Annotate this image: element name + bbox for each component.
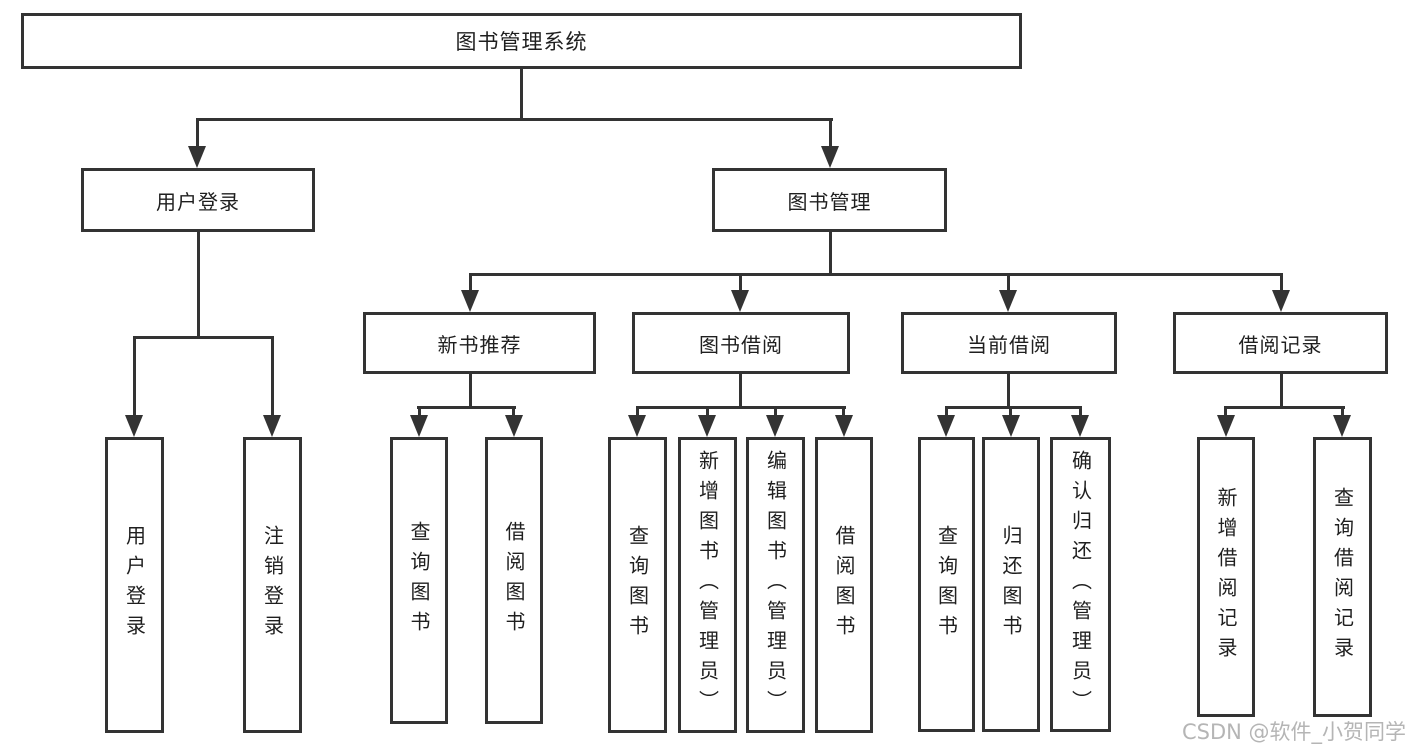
arrow-head bbox=[1002, 415, 1020, 437]
leaf-query-books-3: 查询图书 bbox=[918, 437, 975, 732]
arrow-head bbox=[937, 415, 955, 437]
leaf-borrow-books-2: 借阅图书 bbox=[815, 437, 873, 733]
node-root: 图书管理系统 bbox=[21, 13, 1022, 69]
leaf-borrow-books-2-label: 借阅图书 bbox=[832, 525, 856, 645]
leaf-query-books-1: 查询图书 bbox=[390, 437, 448, 724]
connector-line bbox=[271, 336, 274, 417]
connector-line bbox=[774, 406, 777, 417]
connector-line bbox=[739, 374, 742, 409]
connector-line bbox=[636, 406, 846, 409]
connector-line bbox=[1224, 406, 1345, 409]
arrow-head bbox=[628, 415, 646, 437]
connector-line bbox=[1341, 406, 1344, 417]
leaf-logout-label: 注销登录 bbox=[260, 525, 285, 645]
leaf-query-books-2: 查询图书 bbox=[608, 437, 667, 733]
leaf-add-books-admin: 新增图书（管理员） bbox=[678, 437, 737, 733]
arrow-head bbox=[766, 415, 784, 437]
node-new-book-recommend: 新书推荐 bbox=[363, 312, 596, 374]
leaf-logout: 注销登录 bbox=[243, 437, 302, 733]
node-book-management: 图书管理 bbox=[712, 168, 947, 232]
connector-line bbox=[1079, 406, 1082, 417]
connector-line bbox=[417, 406, 516, 409]
arrow-head bbox=[1071, 415, 1089, 437]
leaf-borrow-books-1-label: 借阅图书 bbox=[502, 520, 526, 641]
leaf-add-books-admin-label: 新增图书（管理员） bbox=[695, 450, 720, 720]
connector-line bbox=[1280, 374, 1283, 409]
arrow-head bbox=[1333, 415, 1351, 437]
connector-line bbox=[133, 336, 136, 417]
node-borrow-records-label: 借阅记录 bbox=[1238, 332, 1323, 357]
connector-line bbox=[842, 406, 845, 417]
leaf-query-borrow-record-label: 查询借阅记录 bbox=[1330, 487, 1355, 667]
arrow-head bbox=[461, 290, 479, 312]
arrow-head bbox=[1217, 415, 1235, 437]
node-new-book-recommend-label: 新书推荐 bbox=[437, 332, 522, 357]
leaf-query-books-2-label: 查询图书 bbox=[625, 525, 650, 645]
arrow-head bbox=[698, 415, 716, 437]
arrow-head bbox=[263, 415, 281, 437]
leaf-edit-books-admin-label: 编辑图书（管理员） bbox=[763, 450, 788, 720]
connector-line bbox=[469, 374, 472, 409]
connector-line bbox=[1224, 406, 1227, 417]
node-book-borrow-label: 图书借阅 bbox=[699, 332, 783, 357]
arrow-head bbox=[1272, 290, 1290, 312]
connector-line bbox=[636, 406, 639, 417]
leaf-add-borrow-record-label: 新增借阅记录 bbox=[1214, 487, 1238, 667]
node-user-login: 用户登录 bbox=[81, 168, 315, 232]
arrow-head bbox=[125, 415, 143, 437]
connector-line bbox=[706, 406, 709, 417]
leaf-user-login: 用户登录 bbox=[105, 437, 164, 733]
arrow-head bbox=[731, 290, 749, 312]
connector-line bbox=[829, 118, 832, 148]
arrow-head bbox=[835, 415, 853, 437]
node-book-management-label: 图书管理 bbox=[787, 189, 872, 214]
connector-line bbox=[133, 336, 274, 339]
leaf-borrow-books-1: 借阅图书 bbox=[485, 437, 543, 724]
connector-line bbox=[197, 232, 200, 339]
connector-line bbox=[739, 273, 742, 293]
leaf-confirm-return-admin: 确认归还（管理员） bbox=[1050, 437, 1111, 732]
connector-line bbox=[945, 406, 948, 417]
connector-line bbox=[829, 232, 832, 276]
arrow-head bbox=[999, 290, 1017, 312]
leaf-query-borrow-record: 查询借阅记录 bbox=[1313, 437, 1372, 717]
connector-line bbox=[1280, 273, 1283, 293]
connector-line bbox=[469, 273, 1283, 276]
connector-line bbox=[196, 118, 833, 121]
leaf-edit-books-admin: 编辑图书（管理员） bbox=[746, 437, 805, 733]
arrow-head bbox=[410, 415, 428, 437]
connector-line bbox=[418, 406, 421, 417]
connector-line bbox=[469, 273, 472, 293]
leaf-confirm-return-admin-label: 确认归还（管理员） bbox=[1068, 449, 1093, 720]
connector-line bbox=[1007, 273, 1010, 293]
watermark: CSDN @软件_小贺同学 bbox=[1182, 720, 1405, 744]
leaf-return-books-label: 归还图书 bbox=[999, 524, 1023, 645]
connector-line bbox=[520, 69, 523, 121]
connector-line bbox=[1009, 406, 1012, 417]
node-current-borrow: 当前借阅 bbox=[901, 312, 1117, 374]
leaf-return-books: 归还图书 bbox=[982, 437, 1040, 732]
arrow-head bbox=[505, 415, 523, 437]
arrow-head bbox=[821, 146, 839, 168]
leaf-user-login-label: 用户登录 bbox=[122, 525, 147, 645]
arrow-head bbox=[188, 146, 206, 168]
node-current-borrow-label: 当前借阅 bbox=[967, 332, 1051, 357]
node-borrow-records: 借阅记录 bbox=[1173, 312, 1388, 374]
node-user-login-label: 用户登录 bbox=[156, 189, 240, 214]
connector-line bbox=[1007, 374, 1010, 409]
leaf-query-books-3-label: 查询图书 bbox=[934, 524, 959, 645]
node-book-borrow: 图书借阅 bbox=[632, 312, 850, 374]
leaf-query-books-1-label: 查询图书 bbox=[407, 520, 431, 641]
connector-line bbox=[196, 118, 199, 148]
node-root-label: 图书管理系统 bbox=[455, 30, 588, 54]
connector-line bbox=[945, 406, 1082, 409]
leaf-add-borrow-record: 新增借阅记录 bbox=[1197, 437, 1255, 717]
connector-line bbox=[512, 406, 515, 417]
